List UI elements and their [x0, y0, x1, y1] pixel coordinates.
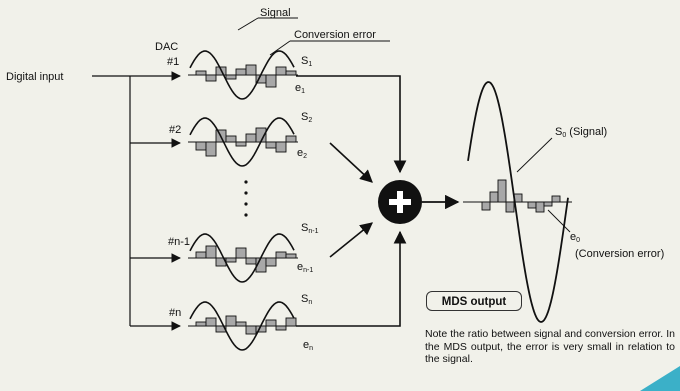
error-step: [275, 141, 287, 153]
sn-label: Sn: [301, 293, 312, 306]
signal-wave: [189, 117, 295, 167]
output-error-step: [505, 201, 515, 213]
summer-icon: [378, 180, 422, 224]
error-step: [205, 74, 217, 82]
error-step: [205, 245, 217, 259]
error-step: [285, 317, 297, 327]
mds-output-title: MDS output: [426, 291, 522, 311]
error-step: [195, 70, 207, 76]
ellipsis-dots: [244, 180, 248, 217]
error-step: [225, 257, 237, 263]
error-step: [235, 321, 247, 327]
error-step: [195, 251, 207, 259]
error-step: [235, 247, 247, 259]
signal-wave: [189, 50, 295, 100]
output-error-step: [481, 201, 491, 211]
error-step: [275, 251, 287, 259]
channel-1-label: #1: [167, 56, 179, 68]
error-step: [275, 325, 287, 331]
s0-leader: [516, 137, 553, 173]
channel-2-label: #2: [169, 124, 181, 136]
error-step: [205, 317, 217, 327]
error-step: [265, 319, 277, 327]
output-error-step: [489, 191, 499, 203]
summer-connections: [296, 75, 407, 327]
error-step: [265, 141, 277, 149]
error-step: [195, 321, 207, 327]
error-step: [225, 315, 237, 327]
e0-leader: [547, 209, 571, 233]
error-step: [225, 74, 237, 80]
signal-wave: [189, 301, 295, 351]
output-error-step: [543, 201, 553, 207]
error-step: [285, 253, 297, 259]
output-signal-wave: [467, 81, 569, 323]
en-label: en: [303, 339, 313, 352]
channel-1: [130, 50, 298, 100]
error-step: [225, 135, 237, 143]
en1-label: en-1: [297, 261, 313, 274]
error-step: [205, 141, 217, 157]
dac-label: DAC: [155, 41, 178, 53]
error-step: [265, 257, 277, 267]
output-error-step: [527, 201, 537, 209]
error-step: [265, 74, 277, 88]
signal-leader: [237, 17, 259, 31]
error-step: [215, 325, 227, 333]
channel-n-label: #n: [169, 307, 181, 319]
error-step: [195, 141, 207, 151]
corner-accent: [640, 366, 680, 391]
e1-label: e1: [295, 82, 305, 95]
error-step: [245, 133, 257, 143]
error-step: [245, 64, 257, 76]
error-step: [235, 68, 247, 76]
output-error-step: [551, 195, 561, 203]
channel-n: [130, 301, 298, 351]
error-step: [235, 141, 247, 147]
sn1-label: Sn-1: [301, 222, 319, 235]
error-step: [285, 70, 297, 76]
e0-description: (Conversion error): [575, 248, 664, 260]
error-step: [245, 325, 257, 335]
error-step: [245, 257, 257, 265]
output-error-step: [535, 201, 545, 213]
channel-n1: [130, 233, 298, 283]
signal-label: Signal: [260, 7, 291, 19]
mds-note: Note the ratio between signal and conver…: [425, 328, 675, 365]
error-step: [275, 66, 287, 76]
error-step: [285, 135, 297, 143]
signal-wave: [189, 233, 295, 283]
s2-label: S2: [301, 111, 312, 124]
s1-label: S1: [301, 55, 312, 68]
s0-label: S0 (Signal): [555, 126, 607, 139]
mds-output-waveform: [463, 81, 572, 323]
digital-input-label: Digital input: [6, 71, 63, 83]
e2-label: e2: [297, 147, 307, 160]
channel-2: [130, 117, 298, 167]
channel-n1-label: #n-1: [168, 236, 190, 248]
e0-label: e0: [570, 231, 580, 244]
output-error-step: [497, 179, 507, 203]
conversion-error-label: Conversion error: [294, 29, 376, 41]
conversion-error-leader: [269, 40, 291, 56]
